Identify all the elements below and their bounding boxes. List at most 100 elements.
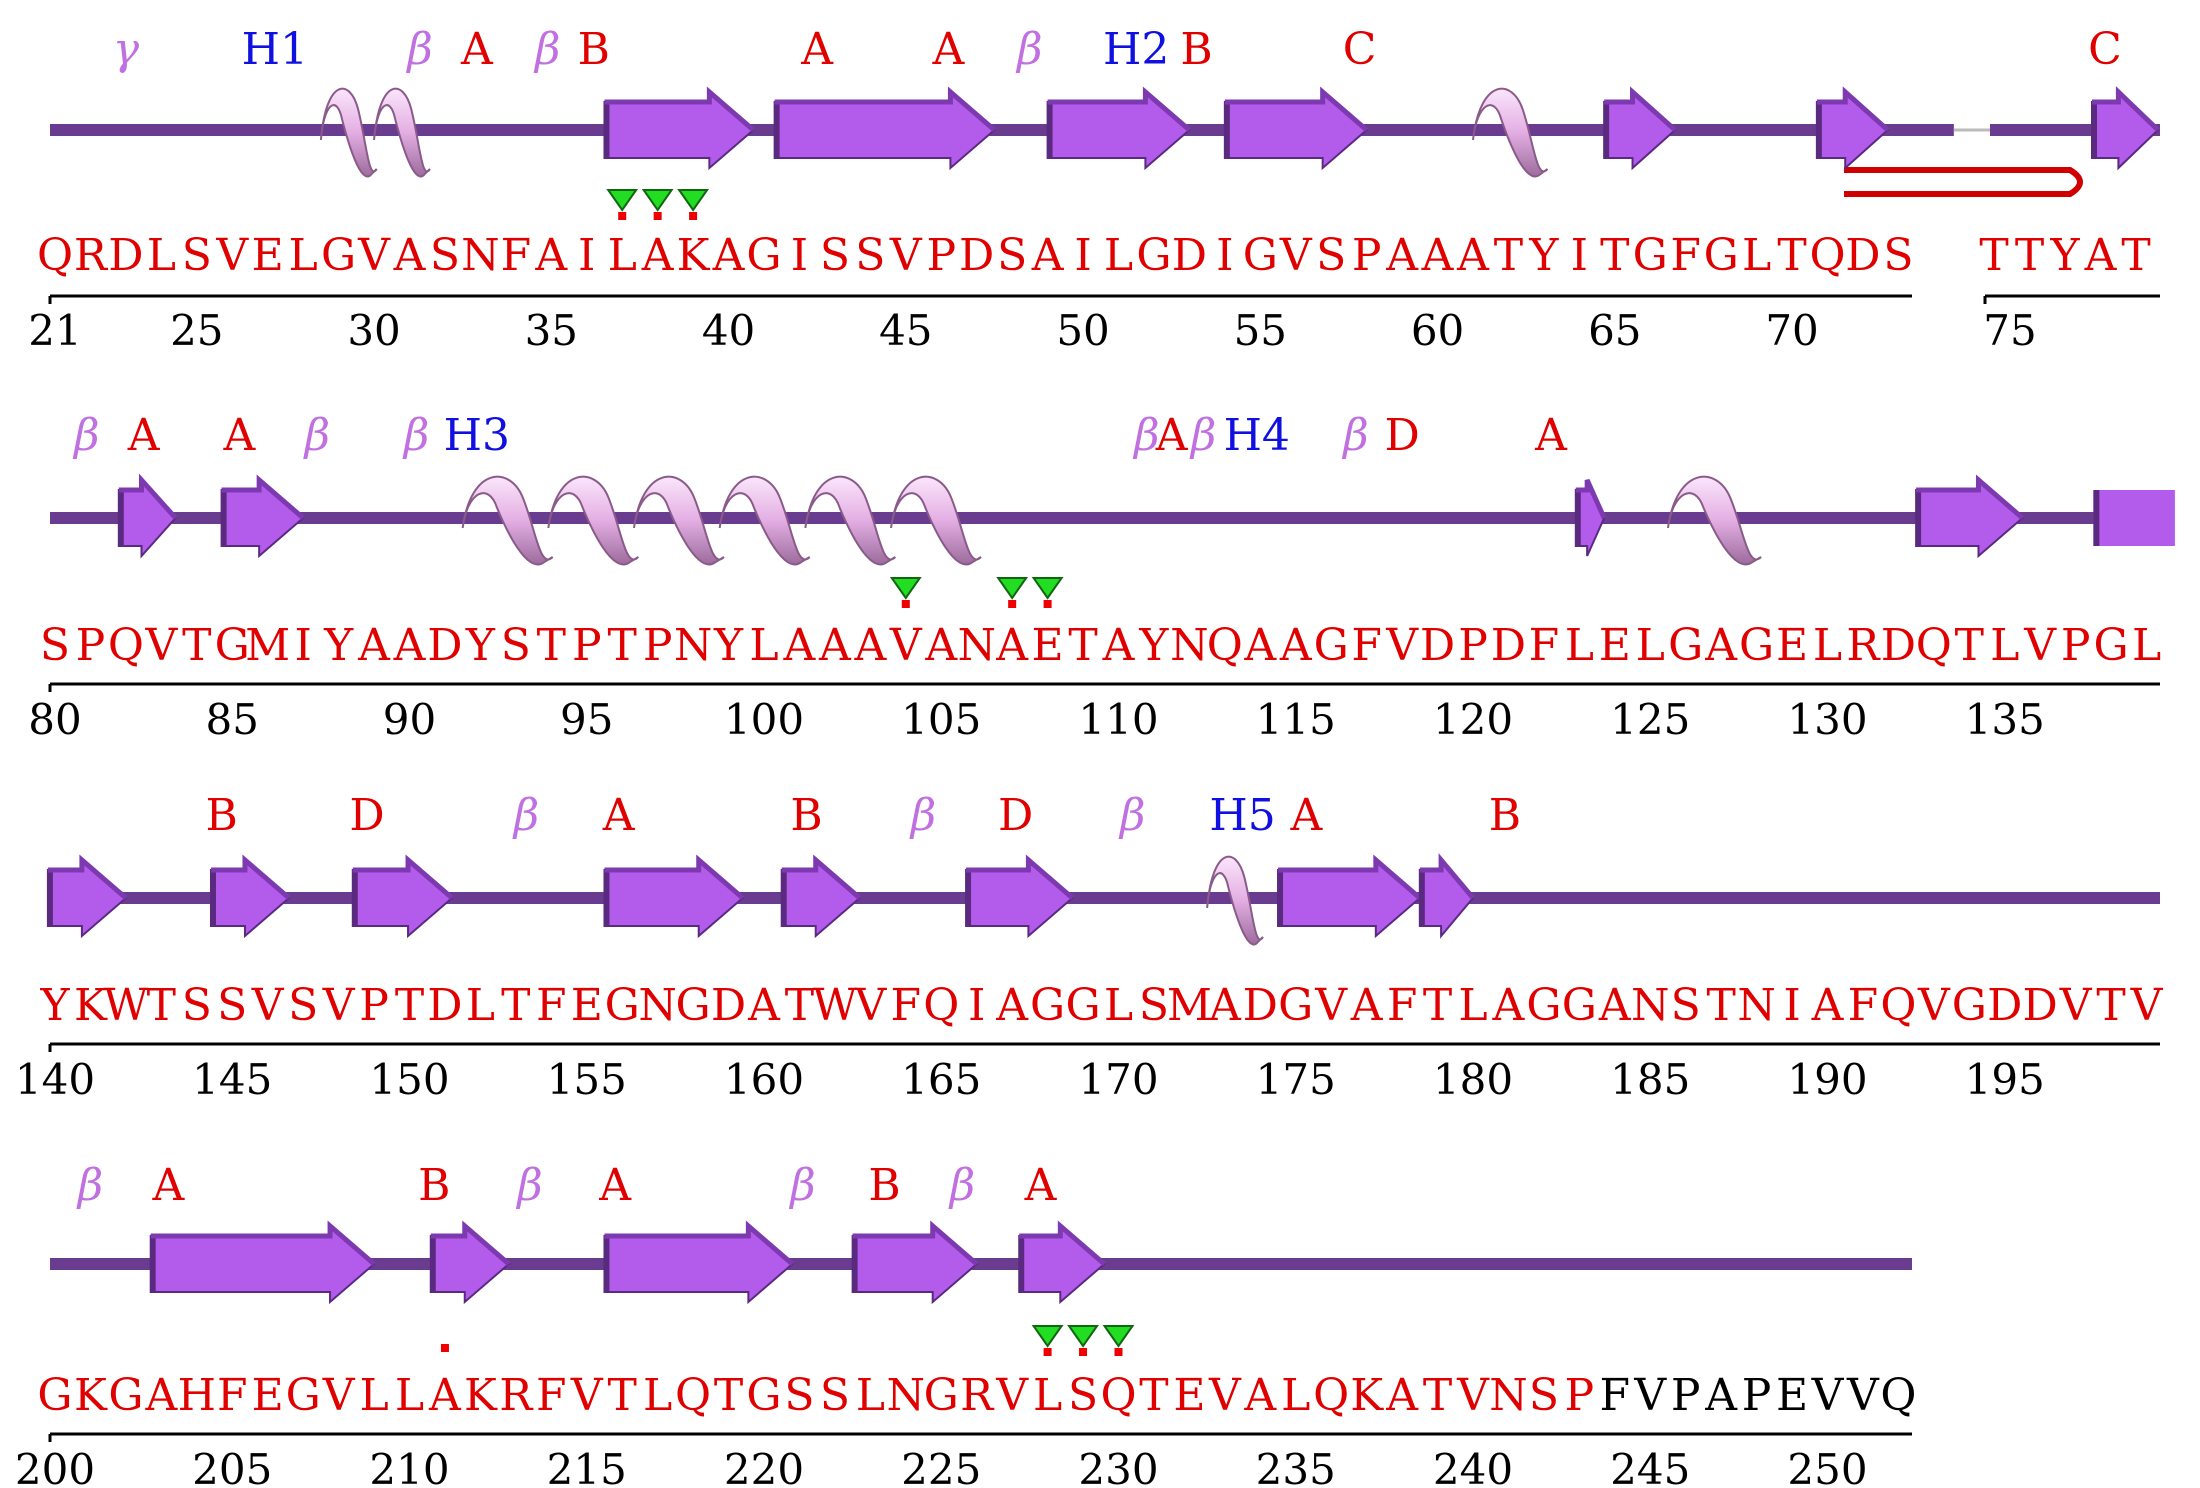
residue: T [785,980,814,1031]
residue: N [887,1370,926,1421]
position-number: 105 [901,695,981,744]
strand-arrow-edge [781,854,862,900]
residue: A [1208,980,1242,1031]
strand-arrow-tail [604,870,610,926]
structure-label: C [2088,24,2122,75]
residue: L [608,230,637,281]
residue: G [1278,980,1313,1031]
strand-arrow-tail [430,1236,436,1292]
strand-arrow-edge [604,1220,794,1266]
residue: N [674,620,713,671]
residue: A [995,620,1029,671]
position-number: 160 [724,1055,804,1104]
residue: T [1068,620,1097,671]
residue: Y [2049,230,2080,281]
residue: R [960,1370,995,1421]
position-number: 40 [702,306,755,355]
residue: Q [1880,980,1916,1031]
position-number: 45 [879,306,932,355]
strand-arrow-tail [2092,102,2097,158]
structure-label: C [1343,24,1377,75]
position-number: 25 [170,306,223,355]
position-number: 55 [1234,306,1287,355]
structure-label: D [349,790,384,841]
residue: L [1990,620,2019,671]
residue: T [1706,980,1735,1031]
residue: Q [1207,620,1243,671]
structure-label: B [1180,24,1212,75]
residue: T [1139,1370,1168,1421]
marker-dot [1008,600,1017,608]
residue: S [182,230,212,281]
residue: D [1491,620,1526,671]
residue: A [1598,980,1632,1031]
strand-arrow-tail [1047,102,1053,158]
structure-label: H4 [1224,410,1290,461]
structure-label: β [1118,790,1145,841]
structure-label: β [76,1160,103,1211]
residue: S [501,620,531,671]
marker-dot [1114,1348,1123,1356]
residue: T [1777,230,1806,281]
residue: V [889,230,923,281]
residue: V [322,1370,356,1421]
helix-ribbon [547,475,640,566]
residue: G [924,1370,959,1421]
structure-label: β [1015,24,1042,75]
residue: R [74,230,109,281]
structure-label: B [1489,790,1521,841]
residue: P [1671,1370,1701,1421]
residue: T [1423,980,1452,1031]
structure-label: A [931,24,965,75]
helix-ribbon [1666,475,1762,566]
structure-label: β [72,410,99,461]
structure-label: H2 [1103,24,1169,75]
residue: E [252,1370,284,1421]
strand-arrow-edge [1047,86,1192,132]
residue: R [499,1370,534,1421]
residue: P [359,980,389,1031]
residue: E [1173,1370,1205,1421]
residue: A [1350,980,1384,1031]
residue: A [1385,1370,1419,1421]
residue: G [1526,980,1561,1031]
position-number: 110 [1078,695,1158,744]
residue: A [1243,620,1277,671]
residue: A [1492,980,1526,1031]
residue: G [1314,620,1349,671]
structure-label: A [152,1160,186,1211]
structure-label: β [1189,410,1216,461]
strand-arrow-edge [604,854,745,900]
residue: A [1456,230,1490,281]
position-number: 120 [1433,695,1513,744]
strand-arrow-edge [1575,478,1607,520]
strand-arrow-tail [1419,870,1425,926]
residue: L [1104,230,1133,281]
residue: D [108,230,143,281]
residue: D [427,620,462,671]
structure-layer [46,86,2175,1305]
residue: M [1167,980,1212,1031]
residue: G [1243,230,1278,281]
strand-arrow-tail [118,490,124,546]
residue: V [995,1370,1029,1421]
structure-label: B [418,1160,450,1211]
residue: T [501,980,530,1031]
residue: I [968,980,985,1031]
residue: G [1030,980,1065,1031]
residue: A [995,980,1029,1031]
residue: A [853,620,887,671]
position-number: 190 [1787,1055,1867,1104]
residue: I [294,620,311,671]
residue: A [393,230,427,281]
residue: T [608,620,637,671]
residue: F [1529,620,1560,671]
residue: A [641,230,675,281]
residue: E [1032,620,1064,671]
residue: F [891,980,922,1031]
residue: V [1456,1370,1490,1421]
residue: D [1243,980,1278,1031]
residue: S [288,980,318,1031]
strand-arrow-edge [430,1220,511,1266]
